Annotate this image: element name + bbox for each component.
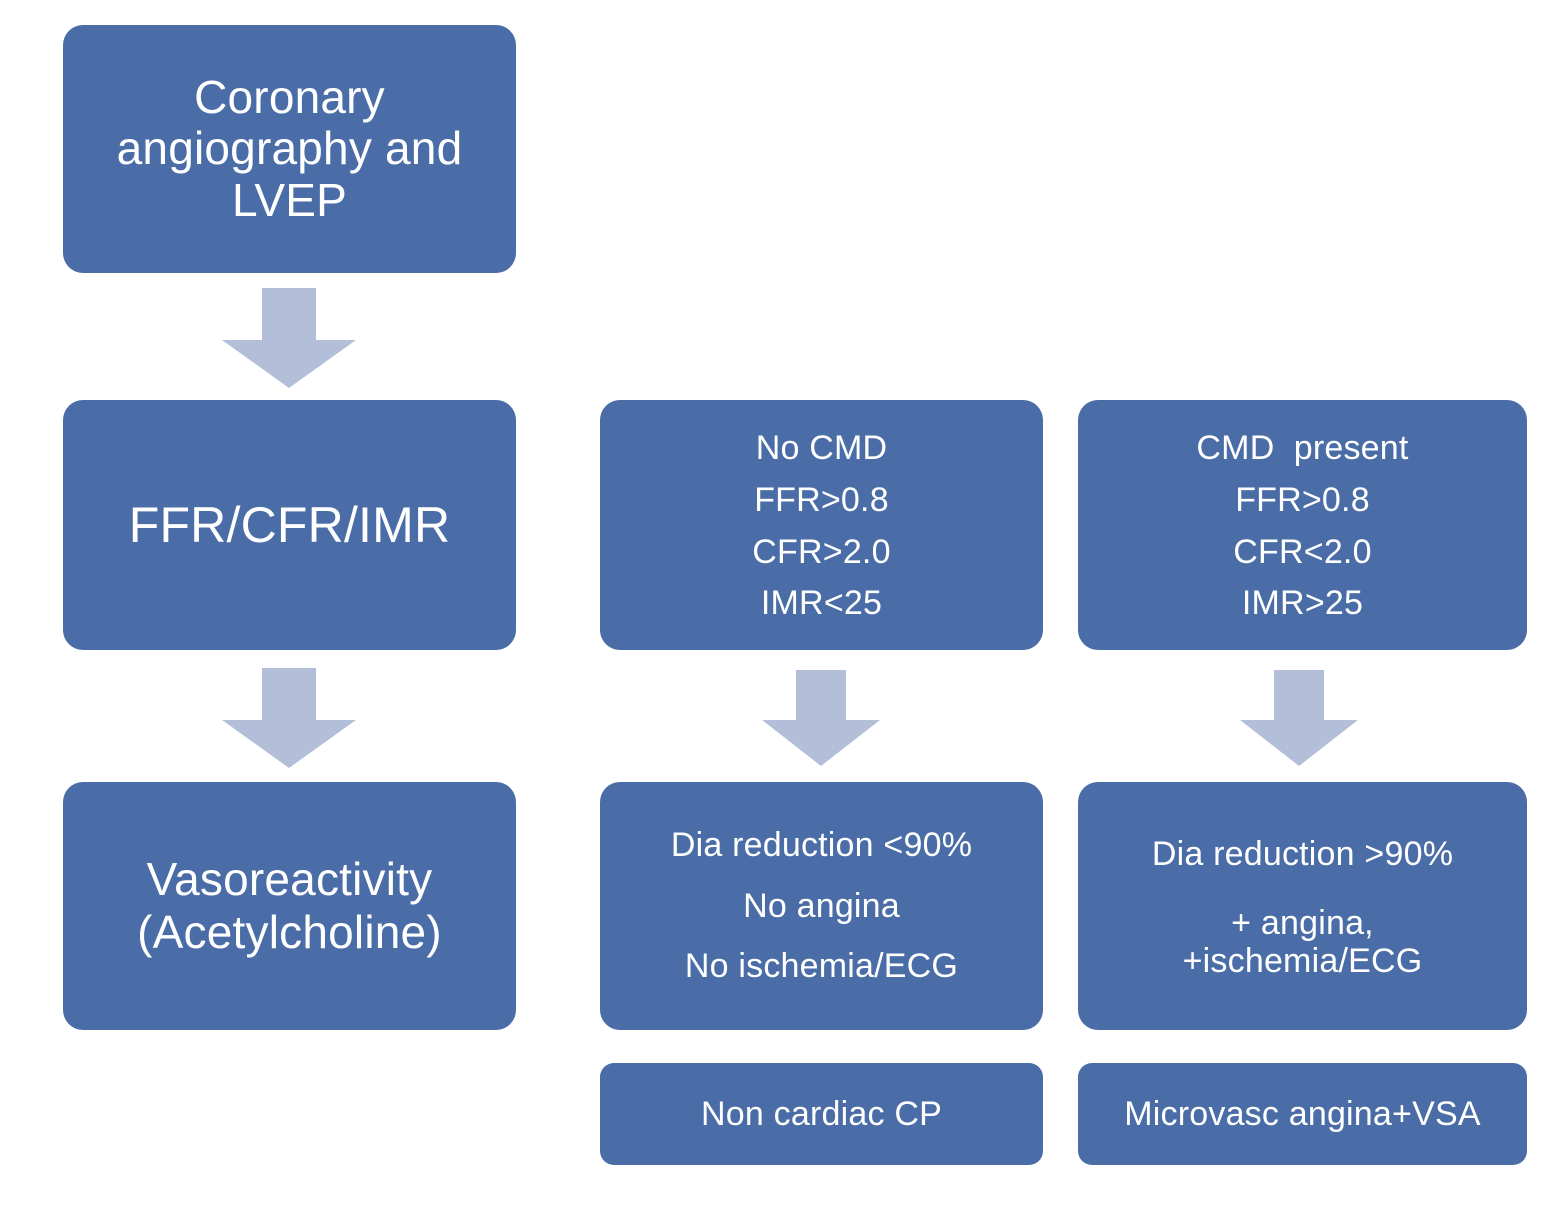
arrow-down-cmd-present-to-findings: [1240, 670, 1358, 766]
node-line: No ischemia/ECG: [684, 947, 959, 986]
node-line: LVEP: [231, 173, 347, 226]
node-line: No angina: [743, 886, 900, 925]
node-line: FFR>0.8: [754, 480, 889, 519]
node-line: angiography and: [116, 122, 463, 175]
arrow-down-physiology-to-vasoreactivity: [222, 668, 356, 768]
node-line: CFR<2.0: [1233, 532, 1372, 571]
node-line: Microvasc angina+VSA: [1124, 1094, 1481, 1133]
node-line: No CMD: [755, 429, 888, 467]
node-line: Vasoreactivity: [146, 853, 433, 906]
node-line: CFR>2.0: [752, 532, 891, 571]
arrow-down-no-cmd-to-findings: [762, 670, 880, 766]
node-ffr-cfr-imr: FFR/CFR/IMR: [63, 400, 516, 650]
node-line: (Acetylcholine): [137, 906, 442, 958]
node-line: FFR>0.8: [1235, 480, 1370, 519]
node-no-cmd-acetylcholine-findings: Dia reduction <90% No angina No ischemia…: [600, 782, 1043, 1030]
node-cmd-present-criteria: CMD present FFR>0.8 CFR<2.0 IMR>25: [1078, 400, 1527, 650]
node-line: Dia reduction >90%: [1151, 834, 1454, 873]
node-line: +ischemia/ECG: [1182, 942, 1423, 981]
arrow-down-angiography-to-physiology: [222, 288, 356, 388]
node-line: IMR<25: [760, 584, 883, 623]
node-line: Non cardiac CP: [701, 1094, 942, 1133]
node-no-cmd-criteria: No CMD FFR>0.8 CFR>2.0 IMR<25: [600, 400, 1043, 650]
node-vasoreactivity-acetylcholine: Vasoreactivity (Acetylcholine): [63, 782, 516, 1030]
node-line: Coronary: [194, 70, 385, 123]
node-cmd-acetylcholine-findings: Dia reduction >90% + angina, +ischemia/E…: [1078, 782, 1527, 1030]
node-line: Dia reduction <90%: [670, 825, 973, 864]
node-diagnosis-microvascular-angina-vsa: Microvasc angina+VSA: [1078, 1063, 1527, 1165]
node-line: IMR>25: [1241, 584, 1364, 623]
node-line: + angina,: [1231, 903, 1374, 942]
node-diagnosis-non-cardiac-cp: Non cardiac CP: [600, 1063, 1043, 1165]
node-line: FFR/CFR/IMR: [128, 496, 451, 553]
node-line: CMD present: [1196, 429, 1409, 467]
node-coronary-angiography: Coronary angiography and LVEP: [63, 25, 516, 273]
